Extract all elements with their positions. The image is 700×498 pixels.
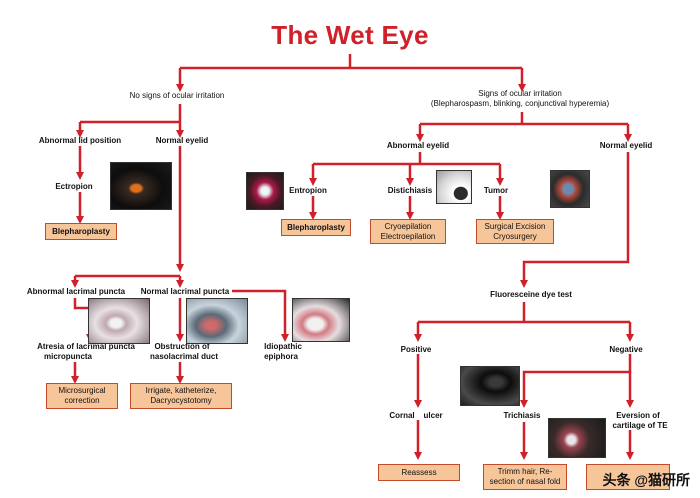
box-eversion-treatment — [586, 464, 670, 490]
node-entropion: Entropion — [289, 186, 327, 195]
diagram-title: The Wet Eye — [271, 20, 429, 50]
node-distichiasis: Distichiasis — [387, 186, 433, 195]
node-positive: Positive — [400, 345, 432, 354]
box-excision-line2: Cryosurgery — [493, 231, 537, 241]
box-cryo-line1: Cryoepilation — [384, 221, 432, 231]
photo-tumor — [550, 170, 590, 208]
node-no-signs: No signs of ocular irritation — [129, 91, 225, 100]
box-trimm-hair: Trimm hair, Re- section of nasal fold — [483, 464, 567, 490]
node-abnormal-eyelid: Abnormal eyelid — [386, 141, 450, 150]
box-irrigate: Irrigate, katheterize, Dacryocystotomy — [130, 383, 232, 409]
node-obstruction-line2: nasolacrimal duct — [149, 352, 219, 361]
node-ectropion: Ectropion — [55, 182, 93, 191]
node-signs-detail: (Blepharospasm, blinking, conjunctival h… — [430, 99, 610, 108]
photo-obstruction — [186, 298, 248, 344]
photo-idiopathic-epiphora — [292, 298, 350, 342]
node-idiopathic-line2: epiphora — [264, 352, 298, 361]
photo-entropion — [246, 172, 284, 210]
box-microsurgical-line1: Microsurgical — [58, 386, 106, 395]
box-reassess: Reassess — [378, 464, 460, 481]
photo-eversion — [548, 418, 606, 458]
node-idiopathic-line1: Idiopathic — [264, 342, 302, 351]
node-negative: Negative — [609, 345, 643, 354]
photo-trichiasis — [460, 366, 520, 406]
box-excision-line1: Surgical Excision — [484, 221, 546, 231]
node-signs: Signs of ocular irritation — [478, 89, 562, 98]
node-normal-puncta: Normal lacrimal puncta — [140, 287, 230, 296]
box-trimm-line2: section of nasal fold — [489, 477, 561, 486]
node-obstruction-line1: Obstruction of — [154, 342, 210, 351]
box-microsurgical-correction: Microsurgical correction — [46, 383, 118, 409]
node-normal-eyelid-right: Normal eyelid — [599, 141, 653, 150]
node-tumor: Tumor — [483, 186, 509, 195]
photo-ectropion — [110, 162, 172, 210]
node-fluorescein-test: Fluoresceine dye test — [490, 290, 572, 299]
box-blepharoplasty-right: Blepharoplasty — [281, 219, 351, 236]
box-trimm-line1: Trimm hair, Re- — [497, 467, 553, 476]
node-atresia-line1: Atresia of lacrimal puncta — [37, 342, 135, 351]
node-eversion-line1: Eversion of — [616, 411, 660, 420]
node-abnormal-lid-position: Abnormal lid position — [38, 136, 122, 145]
box-microsurgical-line2: correction — [64, 396, 100, 405]
node-atresia-line2: micropuncta — [43, 352, 93, 361]
box-blepharoplasty-left: Blepharoplasty — [45, 223, 117, 240]
node-eversion-line2: cartilage of TE — [612, 421, 668, 430]
box-cryo-line2: Electroepilation — [380, 231, 436, 241]
node-abnormal-puncta: Abnormal lacrimal puncta — [26, 287, 126, 296]
photo-atresia — [88, 298, 150, 344]
watermark: 头条 @猫研所 — [602, 472, 690, 488]
photo-distichiasis — [436, 170, 472, 204]
box-irrigate-line2: Dacryocystotomy — [150, 396, 212, 405]
box-surgical-excision: Surgical Excision Cryosurgery — [476, 219, 554, 244]
box-irrigate-line1: Irrigate, katheterize, — [145, 386, 217, 395]
box-cryoepilation: Cryoepilation Electroepilation — [370, 219, 446, 244]
node-corneal-ulcer: Cornal ulcer — [389, 411, 443, 420]
node-normal-eyelid-left: Normal eyelid — [155, 136, 209, 145]
node-trichiasis: Trichiasis — [503, 411, 541, 420]
